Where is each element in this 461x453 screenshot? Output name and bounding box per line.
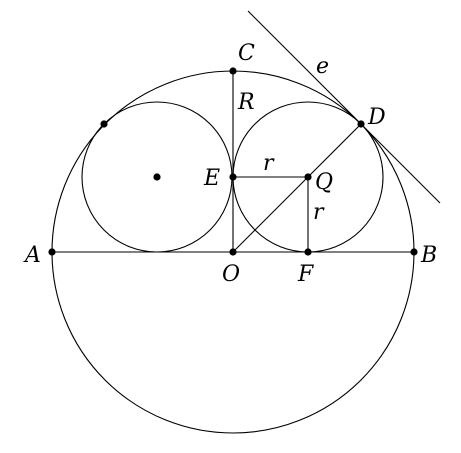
point-o <box>229 248 237 256</box>
point-a <box>48 248 56 256</box>
point-e <box>229 173 237 181</box>
label-c: C <box>238 41 255 66</box>
point-c <box>229 67 237 75</box>
label-o: O <box>222 262 240 287</box>
label-r-horizontal: r <box>263 151 275 176</box>
label-a: A <box>23 243 41 268</box>
point-b <box>410 248 418 256</box>
label-r-vertical: r <box>313 200 325 225</box>
point-q <box>304 173 312 181</box>
left-circle-center-point <box>153 173 161 181</box>
label-q: Q <box>315 170 333 195</box>
label-e: E <box>203 166 220 191</box>
point-f <box>304 248 312 256</box>
label-f: F <box>297 262 314 287</box>
label-d: D <box>367 105 386 130</box>
segment-od <box>232 123 362 253</box>
label-b: B <box>420 243 437 268</box>
left-circle-tangent-point <box>100 120 108 128</box>
label-e-tangent: e <box>316 54 329 79</box>
point-d <box>357 120 365 128</box>
label-r-large: R <box>237 90 255 115</box>
tangent-line-e <box>247 10 441 204</box>
